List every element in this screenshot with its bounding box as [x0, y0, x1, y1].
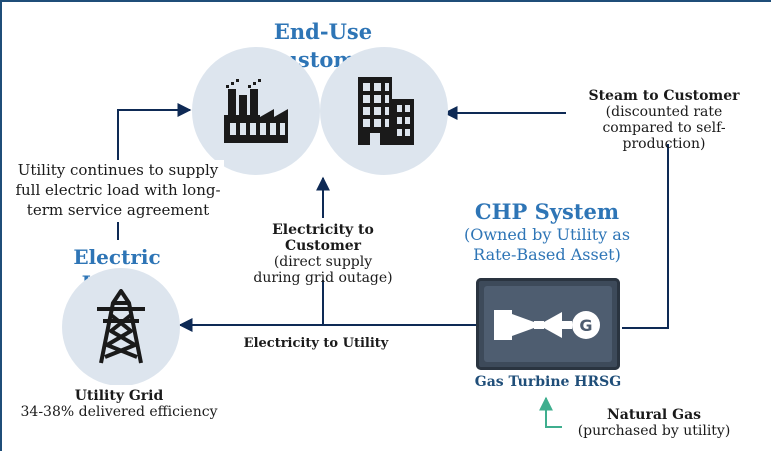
natural-gas-arrow	[539, 396, 565, 428]
steam-arrow	[443, 106, 669, 329]
chp-system-label: CHP System (Owned by Utility as Rate-Bas…	[430, 193, 664, 273]
office-building-icon	[358, 77, 414, 145]
electric-utility-title: Electric Utility	[38, 244, 196, 295]
office-circle	[320, 47, 448, 175]
factory-circle	[192, 47, 320, 175]
gas-turbine-icon: G	[484, 286, 612, 362]
natural-gas-title: Natural Gas	[606, 407, 702, 423]
factory-icon	[224, 79, 288, 143]
gas-turbine-label: Gas Turbine HRSG	[470, 372, 626, 392]
steam-detail: (discounted rate compared to self-produc…	[602, 104, 726, 153]
electricity-to-customer-detail: (direct supply during grid outage)	[253, 254, 393, 287]
svg-text:G: G	[579, 316, 592, 335]
electricity-to-utility-label: Electricity to Utility	[242, 334, 390, 354]
transmission-tower-icon	[97, 289, 145, 364]
chp-subtitle: (Owned by Utility as Rate-Based Asset)	[463, 225, 631, 264]
gas-turbine-box: G	[476, 278, 620, 370]
utility-supply-label: Utility continues to supply full electri…	[12, 160, 224, 222]
natural-gas-label: Natural Gas (purchased by utility)	[562, 405, 746, 447]
electricity-to-customer-title: Electricity to Customer	[272, 222, 374, 255]
natural-gas-detail: (purchased by utility)	[577, 423, 731, 440]
steam-title: Steam to Customer	[588, 88, 740, 104]
electricity-to-customer-label: Electricity to Customer (direct supply d…	[236, 218, 410, 286]
chp-title: CHP System	[474, 199, 620, 224]
utility-circle	[62, 268, 180, 386]
utility-grid-title: Utility Grid	[74, 388, 164, 404]
utility-grid-detail: 34-38% delivered efficiency	[20, 404, 218, 421]
utility-grid-label: Utility Grid 34-38% delivered efficiency	[16, 385, 222, 427]
end-use-customer-title: End-Use Customer	[218, 18, 428, 72]
steam-label: Steam to Customer (discounted rate compa…	[566, 82, 762, 152]
